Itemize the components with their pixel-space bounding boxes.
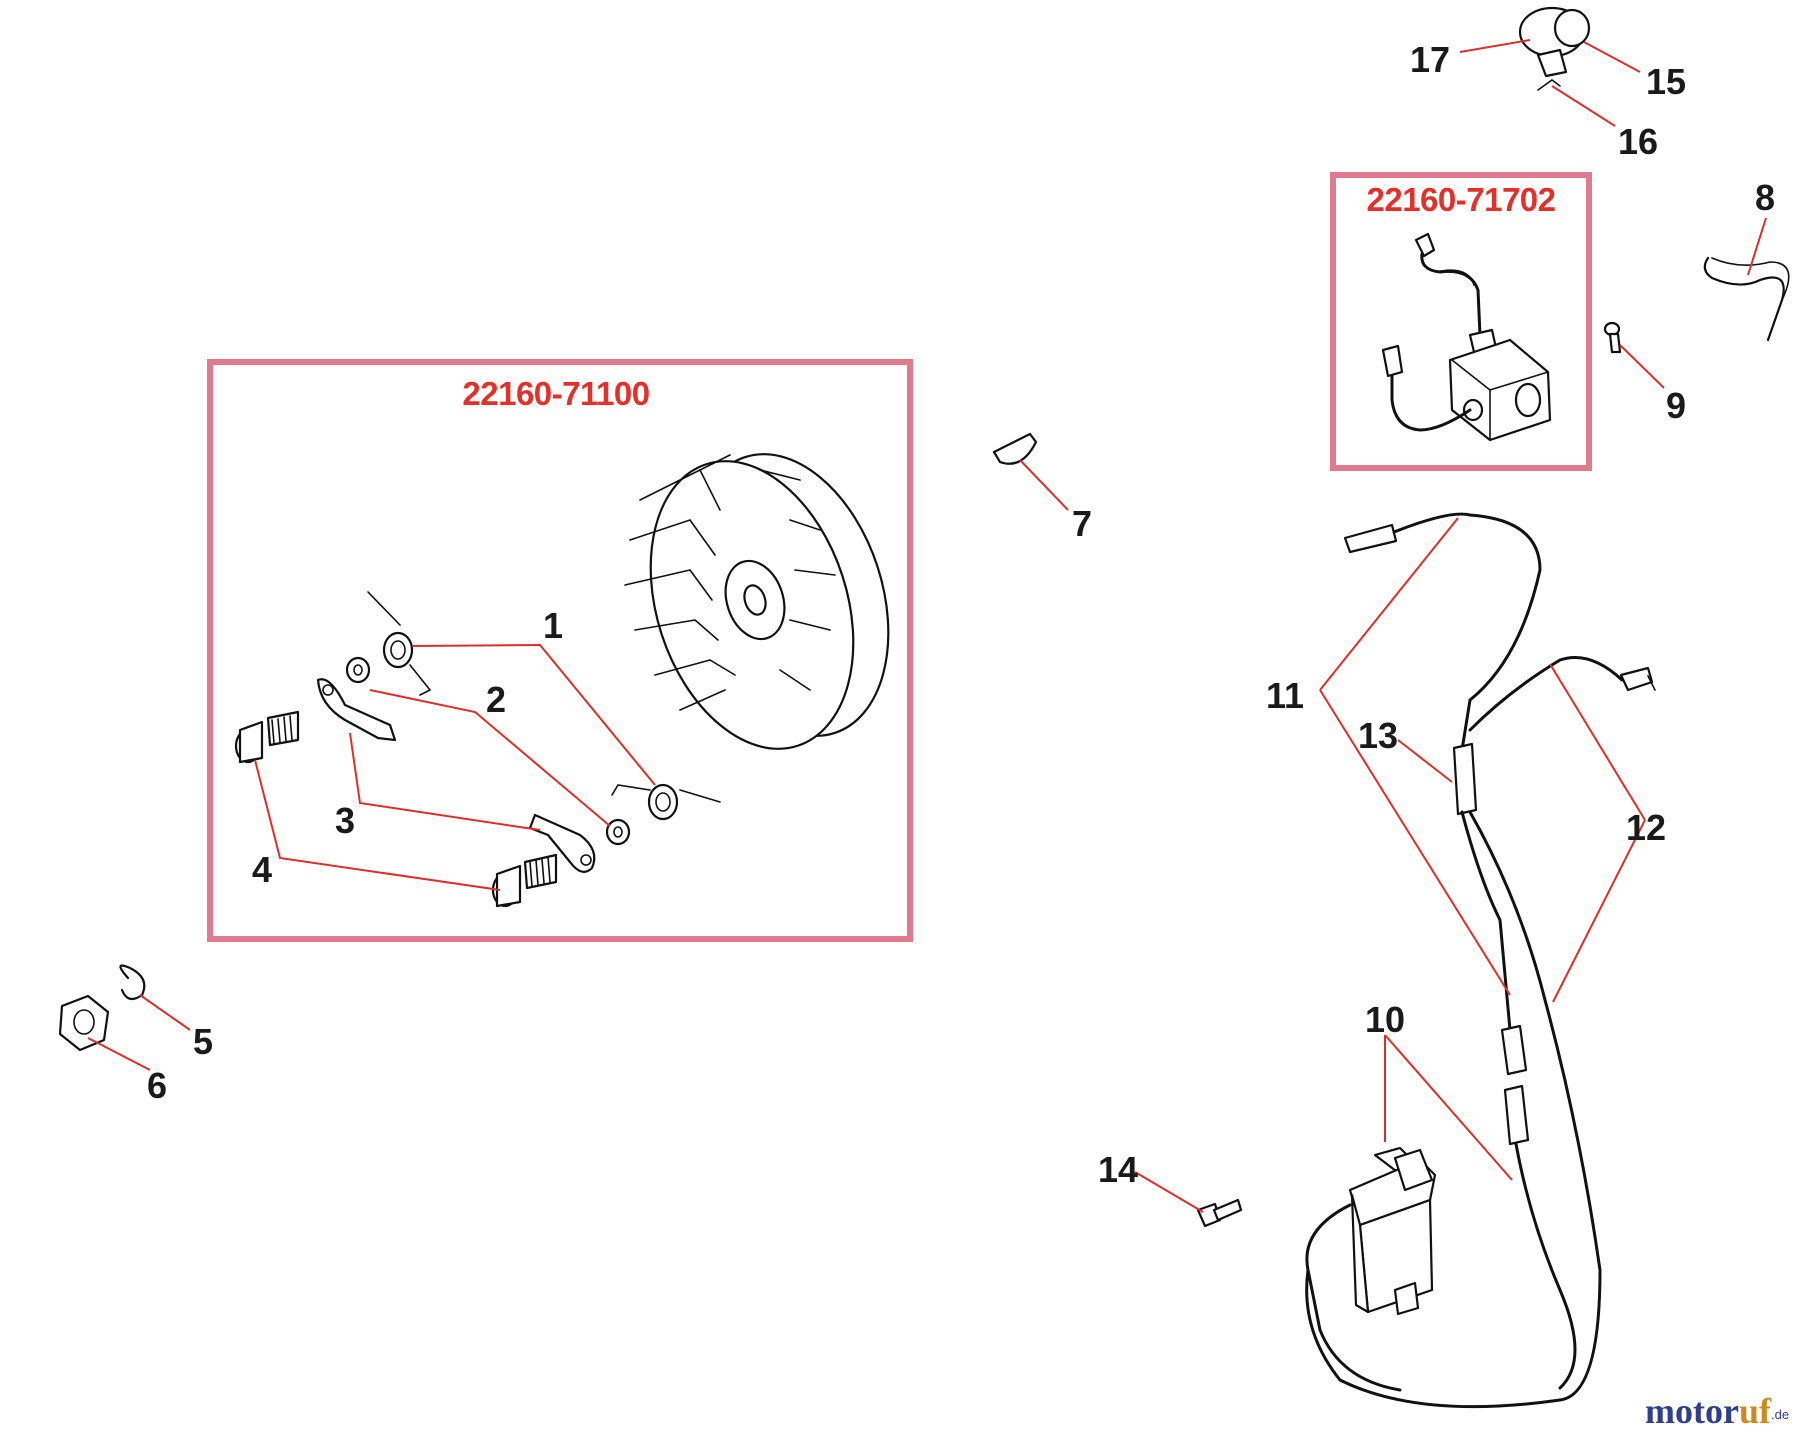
kit-part-number-ignition: 22160-71702: [1366, 181, 1555, 218]
callout-3: 3: [335, 800, 355, 841]
pivot-bolt-upper: [234, 710, 300, 764]
watermark-part1: motor: [1645, 1391, 1739, 1431]
callout-17: 17: [1410, 39, 1450, 80]
spring-upper: [367, 591, 432, 696]
callout-8: 8: [1755, 177, 1775, 218]
pivot-bolt-lower: [491, 853, 558, 908]
callout-2: 2: [486, 679, 506, 720]
callout-11: 11: [1266, 675, 1304, 716]
plug-wire: [1703, 256, 1790, 342]
kit-box-flywheel: [207, 359, 913, 942]
pawl-lower: [528, 813, 596, 873]
ignition-module: [1305, 1146, 1437, 1392]
callout-10: 10: [1365, 999, 1405, 1040]
callout-5: 5: [193, 1021, 213, 1062]
washer-lower: [605, 818, 631, 846]
svg-text:motoruf.de: motoruf.de: [1645, 1391, 1789, 1431]
callout-7: 7: [1072, 503, 1092, 544]
callout-12: 12: [1626, 807, 1666, 848]
kit-part-number-flywheel: 22160-71100: [462, 375, 649, 412]
watermark-logo: motoruf.de: [1645, 1391, 1789, 1431]
callout-4: 4: [252, 849, 272, 890]
wiring-harness: [1305, 512, 1656, 1409]
flywheel-nut: [58, 994, 110, 1052]
callout-9: 9: [1666, 385, 1686, 426]
callout-15: 15: [1646, 61, 1686, 102]
callout-6: 6: [147, 1065, 167, 1106]
lock-washer: [119, 964, 146, 1001]
watermark-part2: uf: [1739, 1391, 1772, 1431]
washer-upper: [345, 656, 371, 684]
callout-16: 16: [1618, 121, 1658, 162]
screw-9: [1603, 321, 1622, 354]
pawl-upper: [316, 678, 397, 742]
spring-lower: [611, 783, 721, 821]
stop-switch: [1518, 6, 1591, 91]
ignition-coil: [1381, 232, 1552, 442]
woodruff-key: [992, 432, 1038, 465]
callout-13: 13: [1358, 715, 1398, 756]
watermark-suffix: .de: [1771, 1407, 1789, 1422]
callout-1: 1: [543, 605, 563, 646]
callout-14: 14: [1098, 1149, 1138, 1190]
flywheel: [624, 453, 890, 750]
kit-box-ignition: [1330, 172, 1592, 471]
screw-14: [1196, 1198, 1243, 1228]
